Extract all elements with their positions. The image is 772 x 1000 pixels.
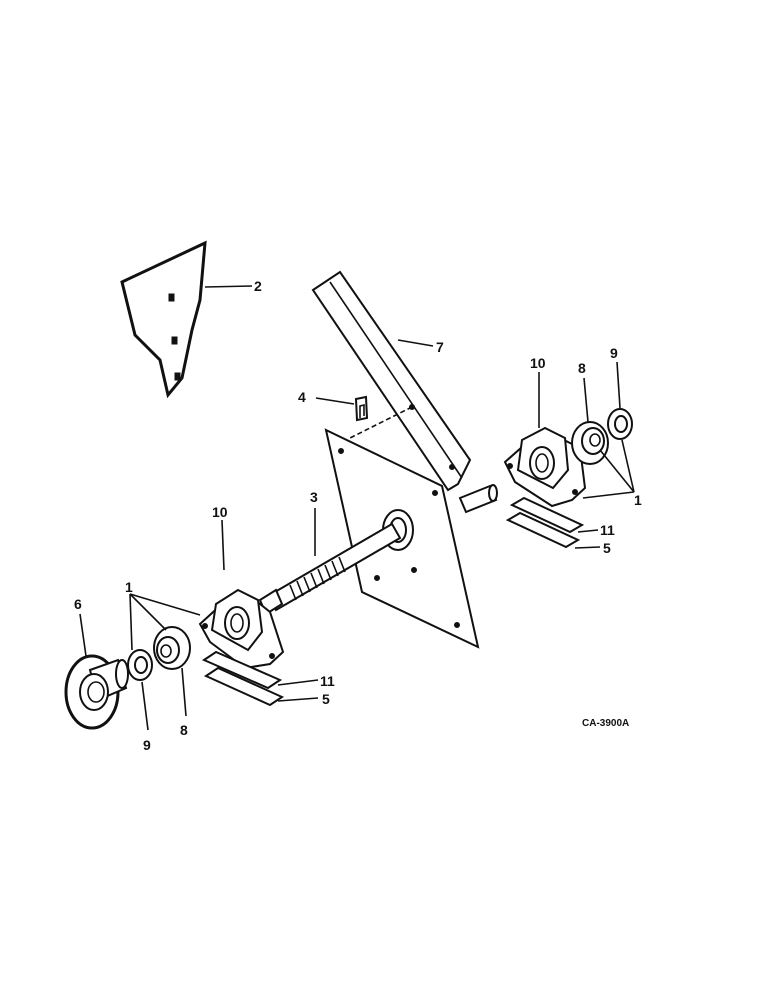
label-6: 6 [74, 596, 82, 612]
label-2: 2 [254, 278, 262, 294]
label-4: 4 [298, 389, 306, 405]
label-7: 7 [436, 339, 444, 355]
label-8-left: 8 [180, 722, 188, 738]
leader-10-left [221, 519, 225, 571]
leader-7 [397, 339, 434, 347]
figure-code: CA-3900A [582, 718, 629, 729]
label-5-left: 5 [322, 691, 330, 707]
leader-4 [315, 397, 355, 405]
part-3-shaft [258, 484, 498, 616]
left-collar-9 [127, 649, 153, 681]
part-2-plate [120, 240, 207, 399]
label-8-right: 8 [578, 360, 586, 376]
leader-6 [79, 613, 87, 657]
right-shims [505, 496, 585, 549]
label-9-left: 9 [143, 737, 151, 753]
leader-9-right [616, 361, 621, 409]
left-pillow-block [198, 588, 285, 670]
leader-9-left [141, 681, 149, 731]
label-5-right: 5 [603, 540, 611, 556]
right-collar-9 [607, 408, 633, 440]
label-11-right: 11 [600, 522, 615, 538]
leader-1-left [129, 593, 201, 651]
leader-11-right [577, 529, 599, 533]
part-4-clip [354, 395, 369, 422]
label-10-left: 10 [212, 504, 228, 520]
label-1-right: 1 [634, 492, 642, 508]
leader-1-right [582, 439, 635, 499]
left-shims [201, 650, 285, 707]
part-6-flange [64, 654, 129, 730]
leader-2 [204, 285, 253, 288]
label-1-left: 1 [125, 579, 133, 595]
label-11-left: 11 [320, 673, 335, 689]
label-10-right: 10 [530, 355, 546, 371]
leader-11-left [277, 679, 319, 686]
label-3: 3 [310, 489, 318, 505]
label-9-right: 9 [610, 345, 618, 361]
leader-8-left [181, 667, 187, 717]
right-pillow-block [503, 426, 587, 508]
part-7-angle-arm [311, 270, 472, 492]
dashed-guide [349, 406, 413, 439]
leader-5-left [277, 697, 319, 702]
right-bearing-insert-8 [571, 421, 609, 465]
left-bearing-insert-8 [153, 626, 191, 670]
leader-8-right [583, 377, 589, 423]
leader-5-right [574, 546, 601, 549]
